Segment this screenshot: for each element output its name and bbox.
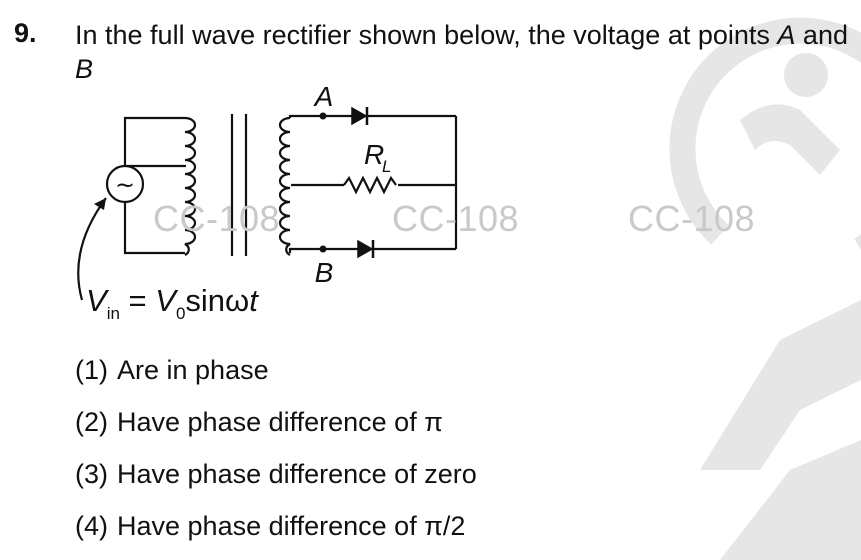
v0-variable: V <box>155 283 176 318</box>
diode-a <box>351 106 368 126</box>
point-b-label: B <box>315 257 334 288</box>
question-text: In the full wave rectifier shown below, … <box>75 18 855 86</box>
point-a-text: A <box>777 20 796 50</box>
input-arrow <box>77 197 107 301</box>
option-1[interactable]: (1) Are in phase <box>75 350 477 402</box>
watermark-text-3: CC-108 <box>628 198 756 239</box>
resistor-label: R <box>364 139 384 170</box>
resistor-label-subscript: L <box>382 157 391 176</box>
vin-subscript: in <box>106 304 120 323</box>
t-variable: t <box>249 283 258 318</box>
point-b-text: B <box>75 54 94 84</box>
option-text: Have phase difference of zero <box>117 459 477 489</box>
secondary-coil <box>278 116 295 256</box>
load-resistor <box>343 175 397 195</box>
primary-coil <box>180 116 197 256</box>
option-number: (4) <box>75 511 108 541</box>
primary-wire <box>123 116 186 168</box>
watermark-text-1: CC-108 <box>153 198 281 239</box>
answer-options: (1) Are in phase (2) Have phase difference… <box>75 350 477 558</box>
vin-variable: V <box>86 283 107 318</box>
diode-b <box>357 239 374 259</box>
option-number: (2) <box>75 407 108 437</box>
input-voltage-equation: Vin = V0sinωt <box>86 283 258 324</box>
question-text-before: In the full wave rectifier shown below, … <box>75 20 778 50</box>
question-text-middle: and <box>795 20 848 50</box>
point-b-dot <box>319 245 327 253</box>
wire-b <box>288 247 358 253</box>
vin-equals: = <box>119 283 156 318</box>
watermark-text-2: CC-108 <box>392 198 520 239</box>
point-a-label: A <box>313 81 334 112</box>
option-number: (1) <box>75 355 108 385</box>
option-number: (3) <box>75 459 108 489</box>
input-arrowhead <box>94 198 106 210</box>
rectifier-circuit-diagram: ~ A B R L <box>77 81 458 301</box>
option-3[interactable]: (3) Have phase difference of zero <box>75 454 477 506</box>
question-number: 9. <box>14 18 37 48</box>
option-text: Are in phase <box>117 355 269 385</box>
ac-source-symbol: ~ <box>115 171 135 199</box>
ac-source-circle <box>105 164 145 204</box>
sin-omega-text: sinω <box>185 283 250 318</box>
primary-wire-lower <box>123 202 185 255</box>
option-4[interactable]: (4) Have phase difference of π/2 <box>75 506 477 558</box>
v0-subscript: 0 <box>175 304 186 323</box>
option-text: Have phase difference of π <box>117 407 443 437</box>
wire-a <box>288 114 352 118</box>
option-2[interactable]: (2) Have phase difference of π <box>75 402 477 454</box>
option-text: Have phase difference of π/2 <box>117 511 466 541</box>
point-a-dot <box>319 112 327 120</box>
